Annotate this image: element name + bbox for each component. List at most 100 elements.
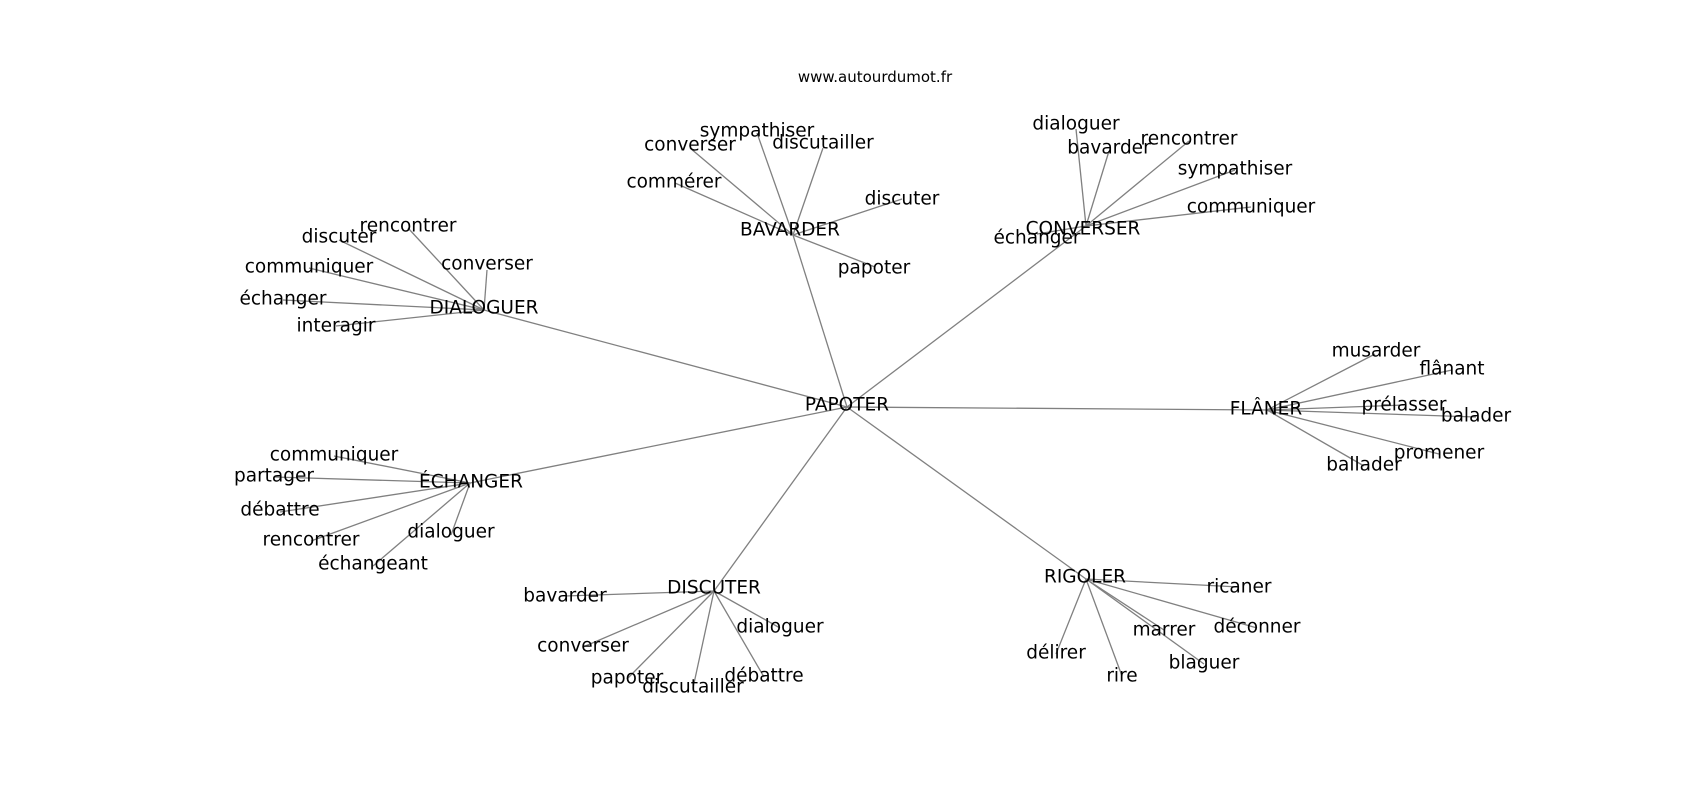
word-node-label: dialoguer (407, 522, 495, 543)
word-node-label: marrer (1133, 620, 1196, 641)
edge-center-converser (846, 225, 1087, 408)
edge-bavarder-word (689, 147, 794, 236)
hub-node-label-dialoguer: DIALOGUER (430, 298, 539, 319)
edge-flaner-word (1266, 404, 1405, 411)
hub-node-label-rigoler: RIGOLER (1044, 567, 1126, 588)
edge-rigoler-word (1085, 578, 1258, 629)
edge-discuter-word (713, 590, 781, 629)
edge-discuter-word (626, 590, 715, 680)
word-node-label: discuter (865, 189, 940, 210)
edge-center-flaner (846, 406, 1268, 411)
word-node-label: commérer (626, 172, 721, 193)
word-node-label: partager (234, 466, 314, 487)
word-node-label: échanger (239, 289, 326, 310)
word-node-label: balader (1441, 406, 1512, 427)
hub-node-label-flaner: FLÂNER (1230, 398, 1303, 420)
edge-center-discuter (713, 406, 848, 592)
labels-layer: www.autourdumot.fr PAPOTER BAVARDER sympat… (234, 68, 1512, 698)
edge-converser-word (1085, 140, 1190, 227)
word-node-label: discuter (302, 227, 377, 248)
edge-center-rigoler (846, 406, 1087, 580)
word-node-label: converser (537, 636, 629, 657)
edge-echanger-word (372, 482, 471, 567)
edge-converser-word (1085, 169, 1236, 227)
word-node-label: débattre (724, 666, 803, 687)
edge-dialoguer-word (335, 309, 485, 327)
edges-layer (273, 128, 1477, 689)
word-node-label: dialoguer (736, 617, 824, 638)
edge-dialoguer-word (483, 269, 488, 311)
hub-node-label-discuter: DISCUTER (667, 578, 761, 599)
word-node-label: débattre (240, 500, 319, 521)
edge-center-dialoguer (483, 309, 848, 408)
edge-flaner-word (1266, 369, 1453, 411)
word-node-label: dialoguer (1032, 114, 1120, 135)
word-node-label: communiquer (1187, 197, 1316, 218)
center-node-label: PAPOTER (805, 395, 889, 416)
edge-center-echanger (469, 406, 848, 484)
edge-rigoler-word (1055, 578, 1087, 655)
word-node-label: prélasser (1361, 395, 1446, 416)
hub-node-label-echanger: ÉCHANGER (419, 471, 523, 493)
edge-discuter-word (564, 590, 715, 597)
edge-bavarder-word (792, 198, 903, 236)
edge-dialoguer-word (308, 267, 485, 311)
word-node-label: sympathiser (1178, 159, 1293, 180)
source-url: www.autourdumot.fr (798, 68, 953, 86)
word-node-label: promener (1394, 443, 1485, 464)
edge-bavarder-word (792, 234, 876, 268)
edge-flaner-word (1266, 409, 1365, 467)
edge-bavarder-word (792, 147, 824, 236)
word-node-label: papoter (591, 668, 664, 689)
word-node-label: discutailler (772, 133, 874, 154)
word-node-label: ballader (1326, 455, 1402, 476)
word-node-label: échanger (993, 228, 1080, 249)
edge-converser-word (1075, 128, 1087, 227)
edge-echanger-word (450, 482, 471, 536)
word-node-label: blaguer (1169, 653, 1240, 674)
word-node-label: interagir (297, 316, 376, 337)
word-node-label: musarder (1332, 341, 1421, 362)
word-node-label: communiquer (245, 257, 374, 278)
edge-flaner-word (1266, 409, 1440, 455)
edge-bavarder-word (756, 132, 794, 236)
edge-converser-word (1085, 150, 1110, 227)
edge-rigoler-word (1085, 578, 1123, 677)
edge-dialoguer-word (282, 299, 485, 311)
word-node-label: communiquer (270, 445, 399, 466)
edge-rigoler-word (1085, 578, 1205, 665)
word-node-label: converser (441, 254, 533, 275)
word-node-label: bavarder (1067, 138, 1151, 159)
edge-rigoler-word (1085, 578, 1240, 588)
word-node-label: rire (1106, 666, 1137, 687)
edge-dialoguer-word (338, 239, 485, 311)
edge-converser-word (1036, 225, 1087, 235)
edge-echanger-word (333, 455, 471, 484)
hub-node-label-converser: CONVERSER (1026, 219, 1141, 240)
word-node-label: converser (644, 135, 736, 156)
edge-dialoguer-word (407, 227, 485, 311)
word-node-label: rencontrer (1141, 129, 1238, 150)
edge-rigoler-word (1085, 578, 1165, 631)
word-node-label: déconner (1213, 617, 1300, 638)
hub-node-label-bavarder: BAVARDER (740, 220, 840, 241)
edge-echanger-word (279, 482, 471, 513)
edge-flaner-word (1266, 353, 1376, 411)
word-node-label: bavarder (523, 586, 607, 607)
edge-center-bavarder (792, 234, 848, 408)
word-node-label: papoter (838, 258, 911, 279)
word-node-label: rencontrer (360, 216, 457, 237)
edge-discuter-word (713, 590, 765, 678)
edge-converser-word (1085, 206, 1252, 227)
edge-flaner-word (1266, 409, 1477, 418)
word-node-label: échangeant (318, 554, 428, 575)
word-node-label: discutailler (642, 677, 744, 698)
word-node-label: sympathiser (700, 121, 815, 142)
edge-echanger-word (310, 482, 471, 542)
word-node-label: délirer (1026, 643, 1086, 664)
edge-discuter-word (582, 590, 715, 648)
word-node-label: rencontrer (263, 530, 360, 551)
edge-echanger-word (273, 476, 471, 484)
word-node-label: ricaner (1207, 577, 1272, 598)
